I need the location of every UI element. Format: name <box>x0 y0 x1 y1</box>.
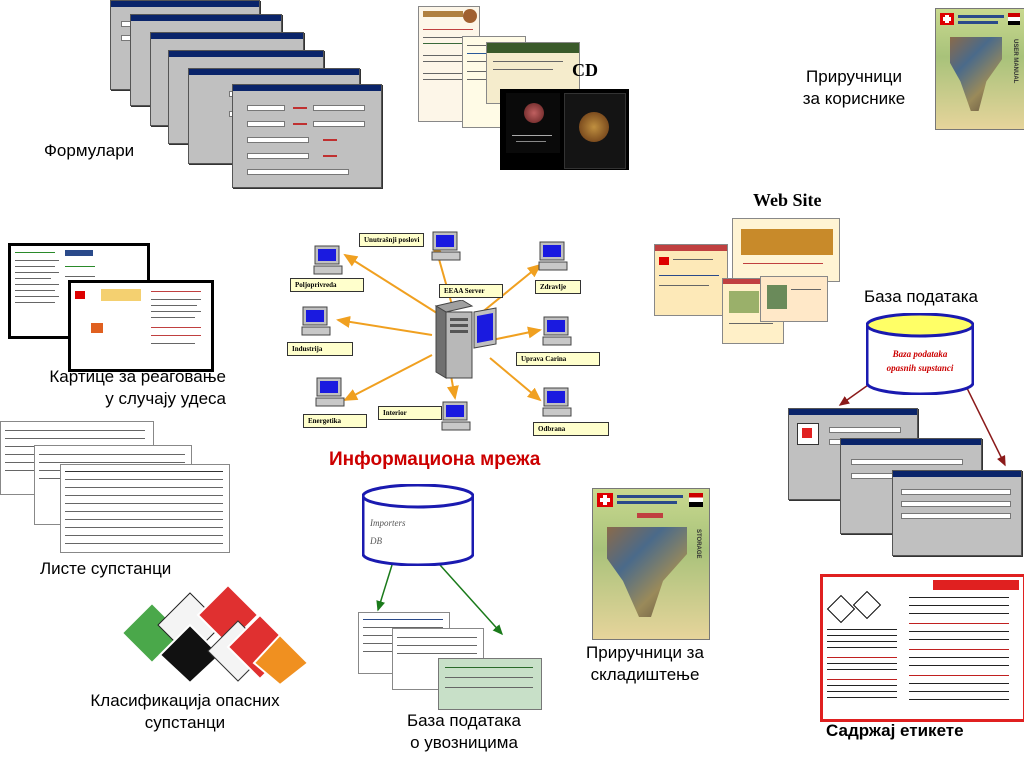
caption-line: о увозницима <box>410 733 518 752</box>
caption-line: Приручници за <box>586 643 704 662</box>
database-app-window <box>892 470 1022 556</box>
caption-web-site: Web Site <box>753 190 822 210</box>
computer-icon <box>541 315 573 352</box>
website-page-preview <box>760 276 828 322</box>
importers-db-label: DB <box>370 536 382 546</box>
computer-icon <box>537 240 569 277</box>
accident-card <box>68 280 214 372</box>
computer-icon <box>440 400 472 437</box>
node-label-eeaa-server: EEAA Server <box>439 284 503 298</box>
hazard-sign-icon <box>120 583 310 687</box>
hazard-sign-icon <box>826 594 856 624</box>
form-window <box>232 84 382 188</box>
caption-forms: Формулари <box>44 141 135 160</box>
caption-user-manuals: Приручници за кориснике <box>790 66 918 110</box>
arrow-importers-right <box>439 564 504 636</box>
arrow-odbrana <box>489 357 542 402</box>
arrow-uprava-carina <box>491 326 542 341</box>
arrow-energetika <box>343 354 433 401</box>
arrow-importers-left <box>376 564 393 612</box>
storage-manual-cover: STORAGE <box>592 488 710 640</box>
node-label-odbrana: Odbrana <box>533 422 609 436</box>
node-label-zdravlje: Zdravlje <box>535 280 581 294</box>
node-label-uprava-carina: Uprava Carina <box>516 352 600 366</box>
caption-line: Класификација опасних <box>90 691 280 710</box>
caption-accident-cards: Картице за реаговање у случају удеса <box>30 366 226 410</box>
caption-storage-manuals: Приручници за складиштење <box>570 642 720 686</box>
hazard-diamonds <box>120 583 310 687</box>
egypt-flag-icon <box>1008 13 1020 25</box>
database-label: Baza podataka <box>892 349 948 359</box>
caption-line: База података <box>407 711 521 730</box>
computer-icon <box>300 305 332 342</box>
label-sheet <box>820 574 1024 722</box>
caption-database: База података <box>864 287 978 306</box>
egypt-flag-icon <box>689 493 703 507</box>
substance-list-sheet <box>60 464 230 553</box>
node-label-poljoprivreda: Poljoprivreda <box>290 278 364 292</box>
caption-line: Картице за реаговање <box>49 367 226 386</box>
hazard-sign-icon <box>852 590 882 620</box>
server-icon <box>432 299 502 385</box>
database-cylinder: Baza podataka opasnih supstanci <box>866 313 974 395</box>
node-label-energetika: Energetika <box>303 414 367 428</box>
user-manual-cover: USER MANUAL <box>935 8 1024 130</box>
swiss-flag-icon <box>597 493 613 507</box>
swiss-flag-icon <box>940 13 954 25</box>
website-page-preview <box>654 244 728 316</box>
arrow-poljoprivreda <box>343 253 441 316</box>
importers-record-sheet <box>438 658 542 710</box>
node-label-industrija: Industrija <box>287 342 353 356</box>
arrow-zdravlje <box>474 263 542 319</box>
caption-line: складиштење <box>590 665 700 684</box>
network-title: Информациона мрежа <box>329 449 541 470</box>
computer-icon <box>430 230 462 267</box>
node-label-interior: Interior <box>378 406 442 420</box>
caption-label-content: Садржај етикете <box>826 721 964 740</box>
caption-cd: CD <box>572 60 598 80</box>
computer-icon <box>541 386 573 423</box>
computer-icon <box>314 376 346 413</box>
arrow-industrija <box>336 315 433 336</box>
database-label: opasnih supstanci <box>886 363 954 373</box>
caption-importers-db: База података о увозницима <box>386 710 542 754</box>
cd-dark-screens <box>500 89 629 170</box>
caption-classification: Класификација опасних супстанци <box>62 690 308 734</box>
arrow-db-right <box>961 377 1006 467</box>
caption-line: супстанци <box>144 713 226 732</box>
caption-line: за кориснике <box>802 89 906 108</box>
node-label-unutrasnji-poslovi: Unutrašnji poslovi <box>359 233 425 247</box>
importers-db-cylinder: Importers DB <box>362 484 474 566</box>
caption-line: Приручници <box>806 67 902 86</box>
importers-db-label: Importers <box>370 518 406 528</box>
caption-line: у случају удеса <box>105 389 226 408</box>
computer-icon <box>312 244 344 281</box>
caption-substance-lists: Листе супстанци <box>40 559 172 578</box>
